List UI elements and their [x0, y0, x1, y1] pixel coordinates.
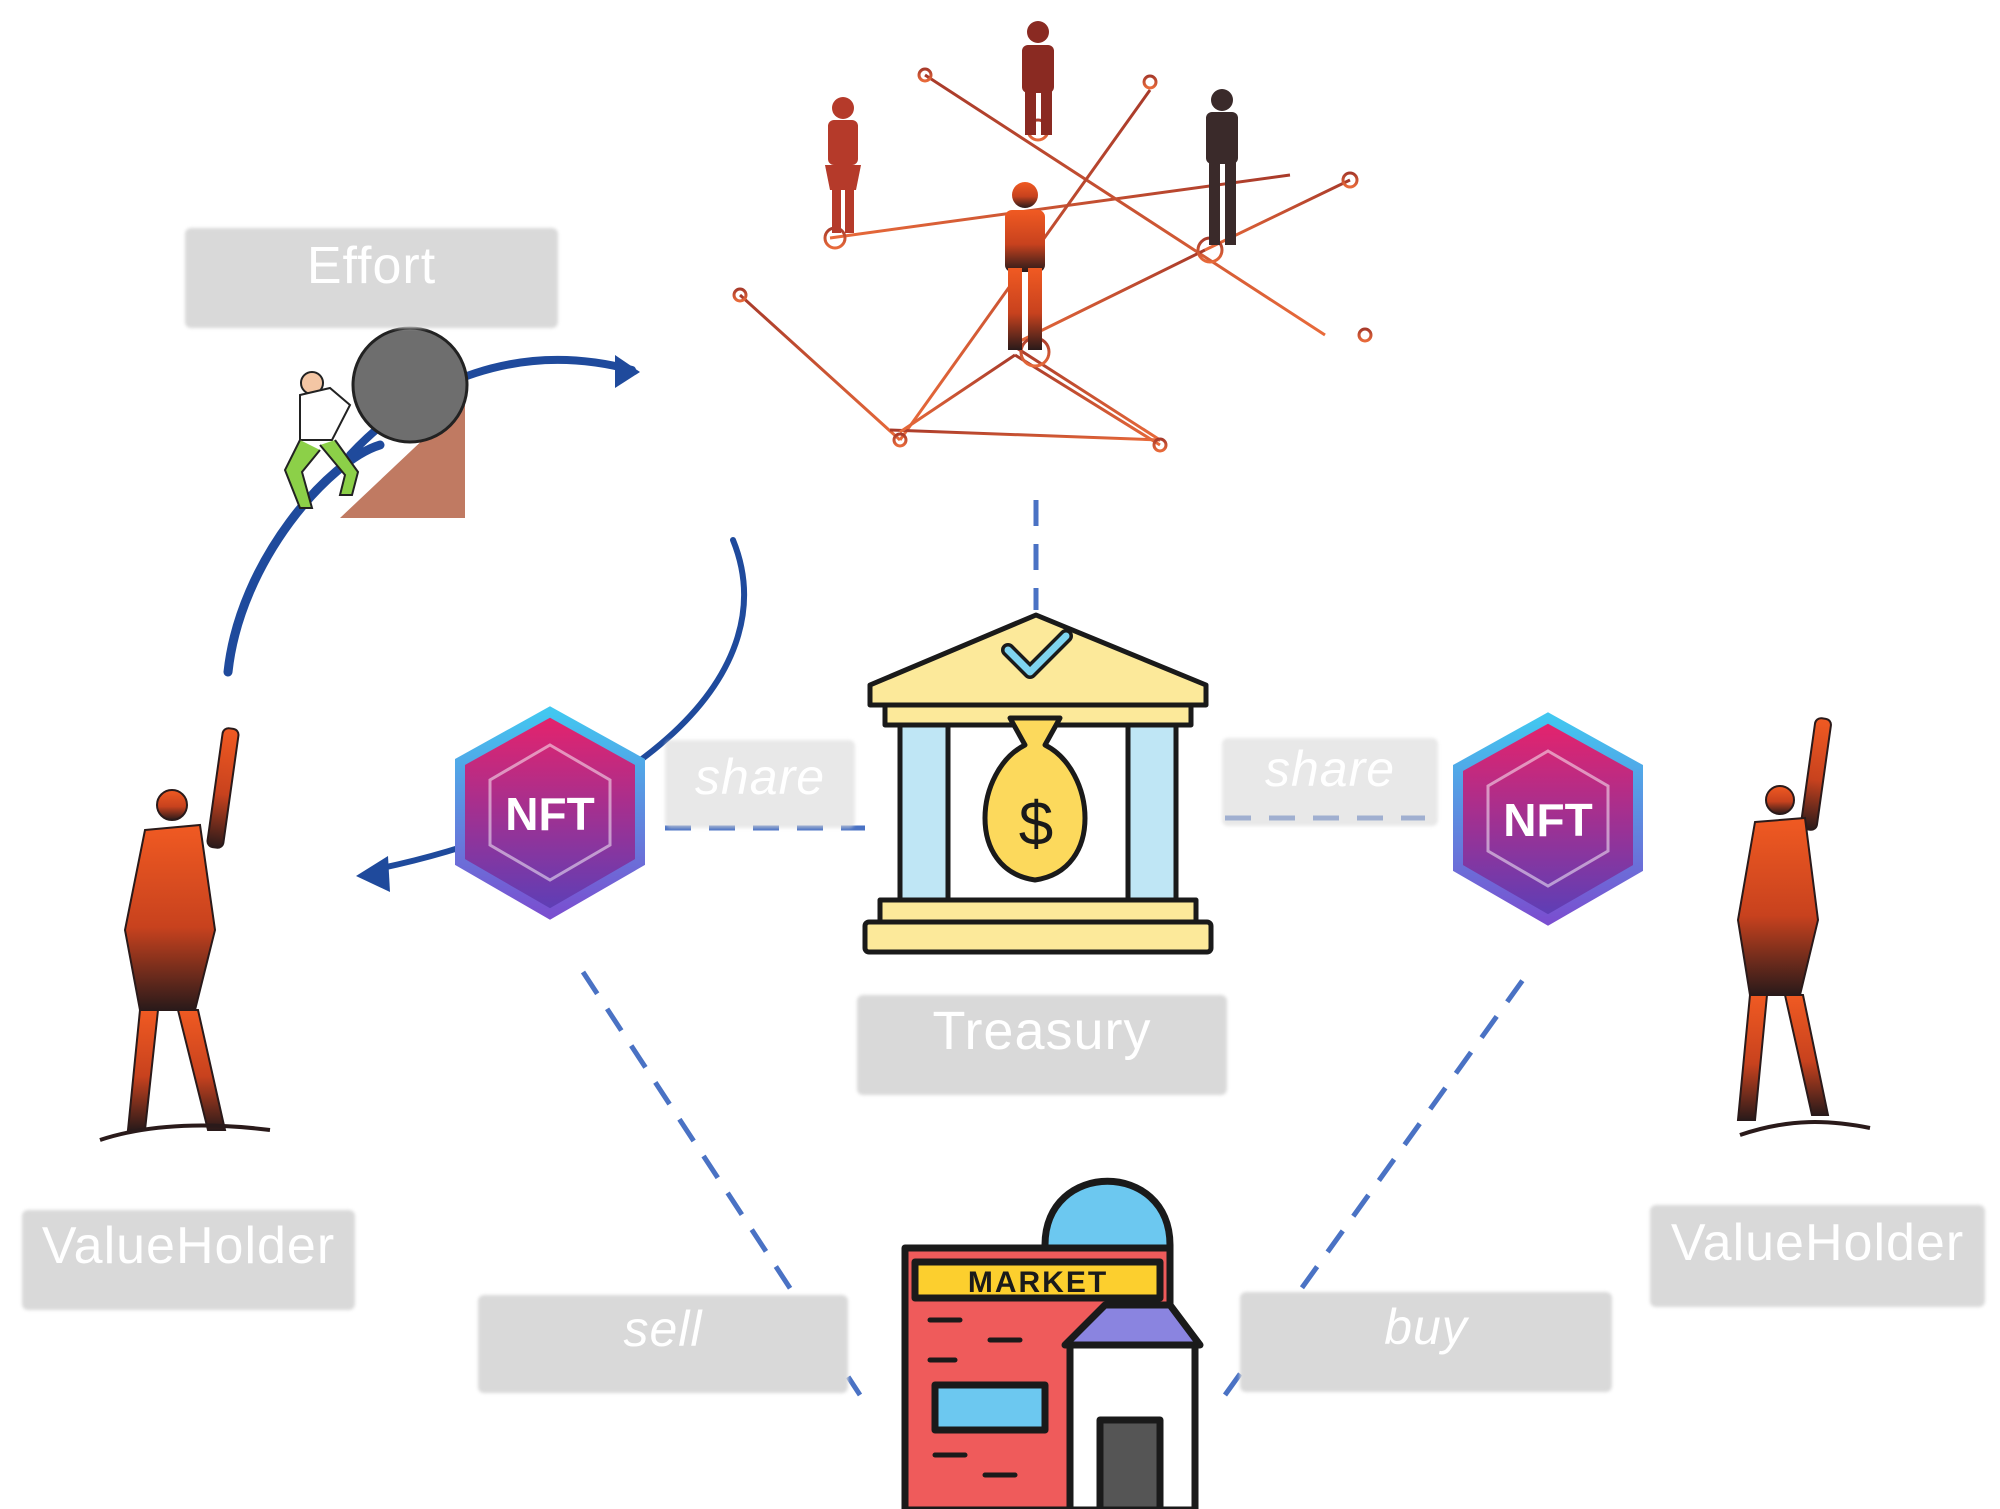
share-right-label: share	[1264, 741, 1396, 797]
sell-label: sell	[623, 1301, 703, 1357]
nft-right-text: NFT	[1503, 794, 1592, 846]
treasury-label-box	[857, 995, 1227, 1095]
share-left-label: share	[694, 749, 826, 805]
effort-label: Effort	[306, 237, 437, 295]
value-holder-right-label: ValueHolder	[1670, 1214, 1965, 1272]
value-holder-right-label-box	[1650, 1205, 1985, 1307]
effort-label-box	[185, 228, 558, 328]
buy-label-box	[1240, 1292, 1612, 1392]
value-holder-left-label: ValueHolder	[41, 1217, 336, 1275]
share-right-label-box	[1222, 738, 1438, 826]
value-holder-right-figure	[1736, 717, 1871, 1137]
nft-token-left-icon: NFT	[455, 706, 645, 920]
nft-left-text: NFT	[505, 788, 594, 840]
treasury-label: Treasury	[932, 1001, 1152, 1061]
treasury-bank-icon: $	[862, 612, 1214, 955]
effort-sisyphus-icon	[283, 326, 469, 518]
network-person-figures	[825, 21, 1238, 350]
nft-token-right-icon: NFT	[1453, 712, 1643, 926]
buy-label: buy	[1384, 1299, 1468, 1355]
market-sign-text: MARKET	[968, 1266, 1108, 1299]
market-store-icon: MARKET	[901, 1177, 1204, 1509]
value-holder-left-label-box	[22, 1210, 355, 1310]
network-people-icon	[732, 67, 1373, 453]
arrow-holder-to-effort	[223, 440, 385, 677]
value-holder-left-figure	[99, 727, 271, 1142]
arrowhead-effort-to-network	[615, 355, 640, 388]
arrowhead-network-to-holder	[356, 856, 390, 892]
sell-label-box	[478, 1295, 848, 1393]
share-left-label-box	[665, 740, 855, 828]
currency-symbol: $	[1019, 790, 1053, 859]
